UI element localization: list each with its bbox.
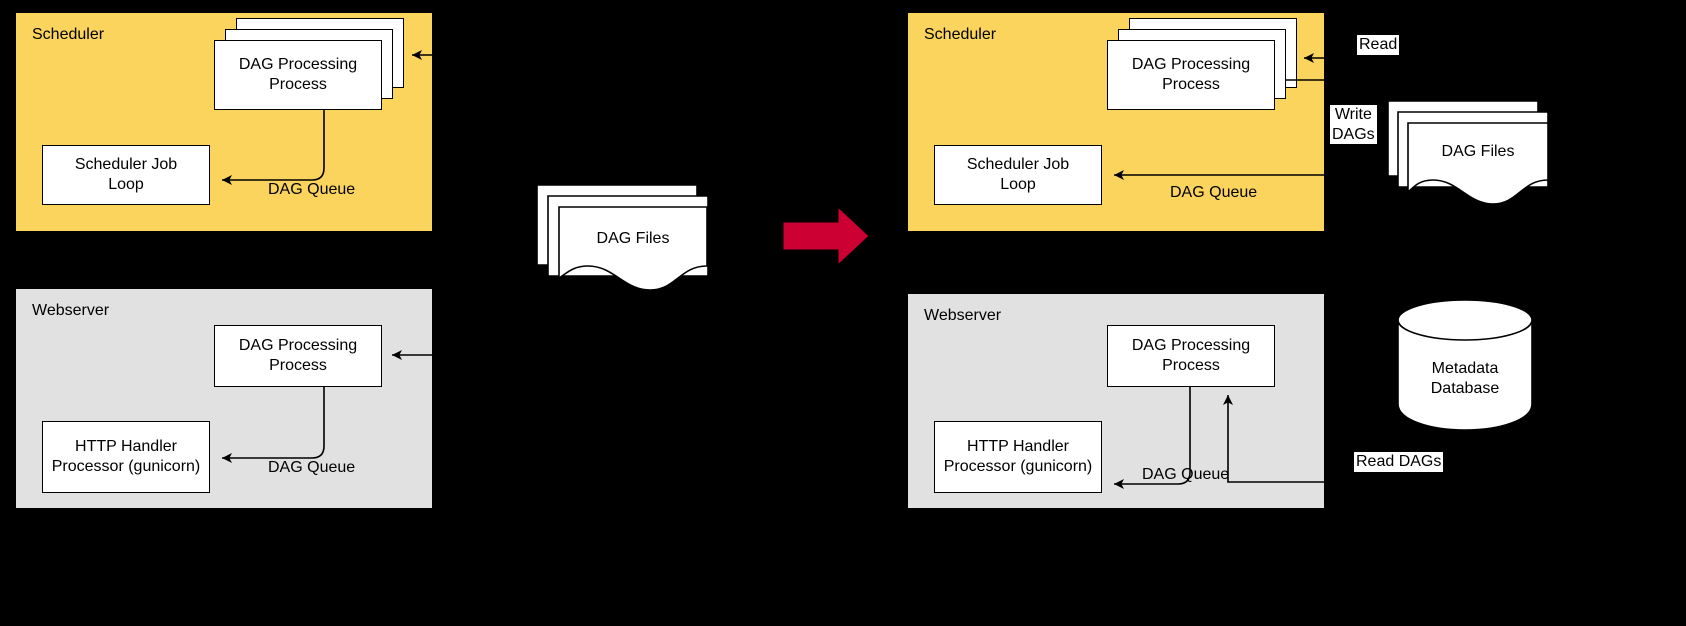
right-scheduler-dag-queue-label: DAG Queue [1170, 184, 1258, 201]
metadata-database-line1: Metadata [1432, 360, 1499, 377]
metadata-database-shape: Metadata Database [1397, 299, 1533, 431]
left-webserver-dag-queue-label: DAG Queue [268, 459, 356, 476]
right-dag-files-text: DAG Files [1442, 143, 1515, 160]
metadata-database-line2: Database [1431, 380, 1500, 397]
center-dag-files-shape: DAG Files [536, 184, 709, 291]
left-webserver-label: Webserver [32, 302, 110, 319]
right-dag-files-shape: DAG Files [1387, 100, 1549, 205]
read-dags-label: Read DAGs [1354, 452, 1444, 472]
transition-arrow [782, 205, 870, 267]
read-label: Read [1357, 35, 1400, 55]
right-scheduler-label: Scheduler [924, 26, 997, 43]
center-dag-files-text: DAG Files [597, 230, 670, 247]
right-webserver-dag-queue-label: DAG Queue [1142, 466, 1230, 483]
left-scheduler-label: Scheduler [32, 26, 105, 43]
left-scheduler-dag-queue-label: DAG Queue [268, 181, 356, 198]
right-webserver-label: Webserver [924, 307, 1002, 324]
